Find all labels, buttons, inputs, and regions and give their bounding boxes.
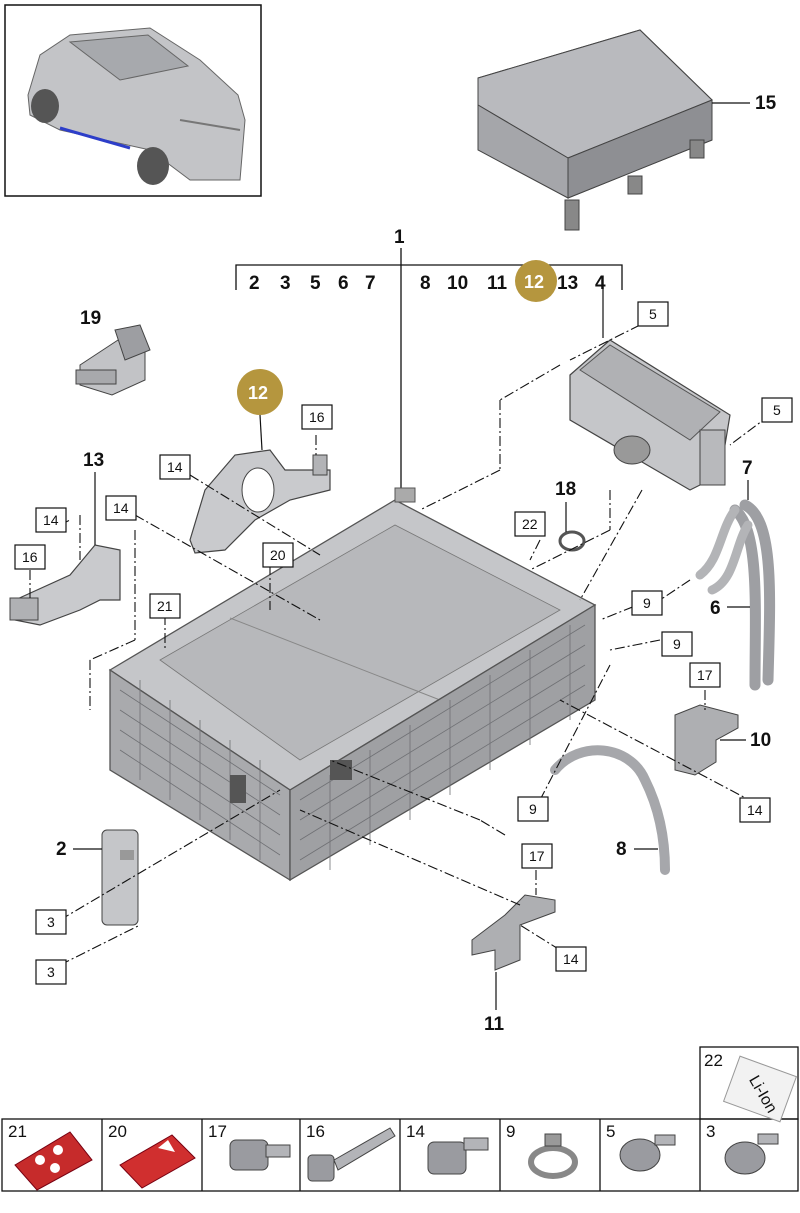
tray-label-14: 14 xyxy=(406,1122,425,1141)
callout-list-12: 12 xyxy=(524,272,544,292)
box-14-e: 14 xyxy=(563,951,579,967)
assembly-bracket xyxy=(235,248,623,490)
box-9-b: 9 xyxy=(673,636,681,652)
part-4-module xyxy=(569,339,731,491)
boxed-callouts xyxy=(14,301,793,985)
part-15-cover-box xyxy=(477,29,750,231)
callout-list-2: 2 xyxy=(249,273,260,294)
callout-2: 2 xyxy=(56,839,67,860)
callout-6: 6 xyxy=(710,598,721,619)
parts-tray xyxy=(1,1046,799,1192)
callout-list-10: 10 xyxy=(447,273,468,294)
screw-5-icon xyxy=(619,1134,676,1172)
part-19-connector xyxy=(75,324,151,396)
li-ion-label-icon: Li-Ion xyxy=(722,1055,798,1123)
box-14-d: 14 xyxy=(747,802,763,818)
warning-label-icon xyxy=(119,1134,196,1189)
box-17-a: 17 xyxy=(697,667,713,683)
box-9-c: 9 xyxy=(529,801,537,817)
box-20: 20 xyxy=(270,547,286,563)
callout-list-5: 5 xyxy=(310,273,321,294)
callout-11: 11 xyxy=(484,1014,505,1035)
callout-8: 8 xyxy=(616,839,627,860)
screw-14-icon xyxy=(427,1137,489,1175)
callout-list-4: 4 xyxy=(595,273,606,294)
box-5-top: 5 xyxy=(649,306,657,322)
callout-10: 10 xyxy=(750,730,771,751)
part-13-bracket xyxy=(9,544,121,626)
callout-12: 12 xyxy=(248,383,268,403)
callout-15: 15 xyxy=(755,93,777,114)
battery-housing xyxy=(108,487,597,882)
callout-19: 19 xyxy=(80,308,101,329)
highlight-badge-12-small[interactable] xyxy=(515,260,557,302)
screw-17-icon xyxy=(229,1139,291,1171)
box-22: 22 xyxy=(522,516,538,532)
tray-label-3: 3 xyxy=(706,1122,715,1141)
callout-1: 1 xyxy=(394,227,405,248)
bolt-16-icon xyxy=(307,1127,396,1182)
callout-18: 18 xyxy=(555,479,576,500)
box-3-b: 3 xyxy=(47,964,55,980)
box-21: 21 xyxy=(157,598,173,614)
callout-list-6: 6 xyxy=(338,273,349,294)
tray-label-9: 9 xyxy=(506,1122,515,1141)
box-14-b: 14 xyxy=(43,512,59,528)
tray-label-20: 20 xyxy=(108,1122,127,1141)
tray-label-5: 5 xyxy=(606,1122,615,1141)
callout-list-11: 11 xyxy=(487,273,508,294)
callout-7: 7 xyxy=(742,458,753,479)
warning-label-sheet-icon xyxy=(14,1131,93,1191)
part-8-pipe xyxy=(550,745,670,875)
tray-label-22: 22 xyxy=(704,1051,723,1070)
box-3-a: 3 xyxy=(47,914,55,930)
part-6-hose xyxy=(695,505,753,595)
leader-lines xyxy=(29,324,771,966)
screw-3-icon xyxy=(724,1133,779,1175)
box-16-b: 16 xyxy=(22,549,38,565)
box-14-c: 14 xyxy=(113,500,129,516)
callout-list-3: 3 xyxy=(280,273,291,294)
part-11-bracket xyxy=(471,894,556,971)
part-10-bracket xyxy=(674,704,739,776)
tray-label-16: 16 xyxy=(306,1122,325,1141)
callout-list-13: 13 xyxy=(557,273,578,294)
callout-13: 13 xyxy=(83,450,104,471)
box-9-a: 9 xyxy=(643,595,651,611)
part-12-bracket xyxy=(189,449,331,554)
box-5-right: 5 xyxy=(773,402,781,418)
callout-list-8: 8 xyxy=(420,273,431,294)
tray-label-21: 21 xyxy=(8,1122,27,1141)
hose-clamp-9-icon xyxy=(528,1133,578,1179)
part-18-o-ring xyxy=(558,530,586,552)
highlight-badge-12[interactable] xyxy=(237,369,283,415)
box-17-b: 17 xyxy=(529,848,545,864)
part-7-hose xyxy=(729,499,776,691)
part-2-module xyxy=(101,829,139,926)
vehicle-thumbnail xyxy=(4,4,262,197)
box-14-a: 14 xyxy=(167,459,183,475)
box-16-a: 16 xyxy=(309,409,325,425)
callout-list-7: 7 xyxy=(365,273,376,294)
tray-label-17: 17 xyxy=(208,1122,227,1141)
